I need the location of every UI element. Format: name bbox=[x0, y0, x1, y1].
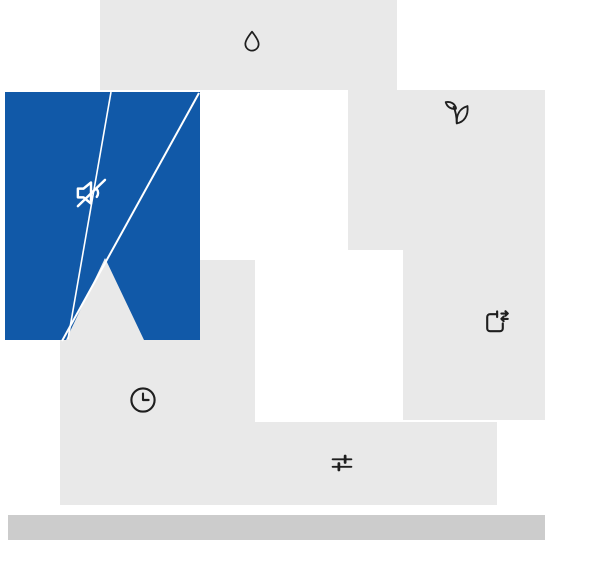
clock-icon bbox=[127, 384, 159, 416]
bottom-bar bbox=[8, 515, 545, 540]
leaf-icon bbox=[440, 96, 472, 128]
plug-swap-icon bbox=[478, 305, 512, 339]
tile-water-drop[interactable] bbox=[100, 0, 397, 90]
water-drop-icon bbox=[238, 28, 266, 56]
options-sliders-icon bbox=[327, 448, 357, 478]
tile-connect[interactable] bbox=[403, 250, 545, 420]
tile-eco[interactable] bbox=[348, 90, 545, 250]
ribbon-shape bbox=[5, 91, 200, 342]
ribbon-banner[interactable] bbox=[5, 91, 200, 345]
tile-options[interactable] bbox=[200, 422, 497, 505]
speaker-mute-icon bbox=[70, 172, 112, 214]
